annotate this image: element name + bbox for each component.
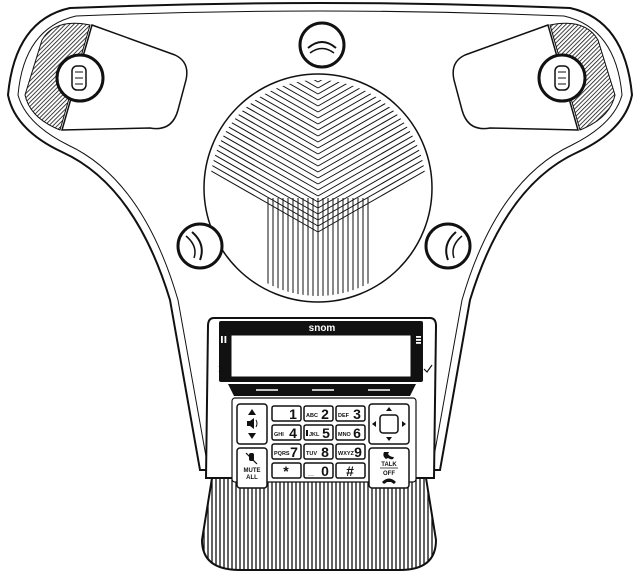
svg-text:GHI: GHI: [274, 432, 284, 438]
bottom-speaker: [200, 477, 438, 571]
key-0[interactable]: __ 0: [303, 462, 334, 479]
svg-text:#: #: [346, 463, 354, 479]
control-panel: snom: [204, 317, 438, 489]
menu-icon: [416, 336, 421, 344]
microphone-icon: [71, 65, 87, 91]
x-icon[interactable]: [218, 365, 226, 373]
check-icon[interactable]: [423, 364, 433, 373]
all-label: ALL: [246, 475, 258, 481]
svg-text:0: 0: [321, 463, 329, 479]
talk-label: TALK: [381, 462, 397, 468]
key-8[interactable]: TUV 8: [303, 443, 334, 460]
key-7[interactable]: PQRS 7: [271, 443, 302, 460]
nav-left-icon[interactable]: [372, 421, 376, 427]
svg-text:9: 9: [354, 444, 362, 460]
svg-text:4: 4: [289, 425, 297, 441]
dpad-icon: [372, 407, 406, 441]
left-arm-pad: [24, 22, 188, 131]
key-4[interactable]: GHI 4: [271, 424, 302, 441]
navigation-pad[interactable]: [368, 403, 410, 445]
key-5[interactable]: JKL 5: [303, 424, 334, 441]
key-5-tactile-mark: [306, 430, 308, 436]
key-star[interactable]: *: [271, 462, 302, 479]
mute-label: MUTE: [244, 468, 261, 474]
svg-text:6: 6: [353, 425, 361, 441]
volume-down-icon: [248, 433, 256, 439]
svg-text:DEF: DEF: [338, 413, 350, 419]
key-hash[interactable]: #: [335, 462, 366, 479]
svg-text:*: *: [283, 463, 289, 479]
svg-text:TUV: TUV: [306, 451, 317, 457]
lower-right-microphone: [424, 222, 472, 270]
svg-text:WXYZ: WXYZ: [338, 451, 355, 457]
svg-text:MNO: MNO: [338, 432, 352, 438]
brand-logo: snom: [309, 323, 336, 334]
key-1[interactable]: 1: [271, 405, 302, 422]
handset-down-icon: [382, 478, 396, 484]
svg-text:8: 8: [321, 444, 329, 460]
mute-all-key[interactable]: MUTE ALL: [236, 447, 268, 489]
svg-text:7: 7: [290, 444, 298, 460]
digit-keys: 1 ABC 2 DEF 3 GHI 4 JKL 5: [271, 405, 366, 479]
speaker-volume-icon: [247, 418, 258, 429]
microphone-icon: [554, 65, 570, 91]
svg-text:JKL: JKL: [309, 432, 320, 438]
key-2[interactable]: ABC 2: [303, 405, 334, 422]
top-microphone: [298, 21, 346, 69]
volume-up-icon: [248, 409, 256, 415]
nav-up-icon[interactable]: [386, 407, 392, 411]
volume-key[interactable]: [236, 403, 268, 445]
svg-text:PQRS: PQRS: [274, 451, 290, 457]
svg-text:ABC: ABC: [306, 413, 318, 419]
softkey-bar: [228, 384, 416, 396]
pause-icon: [221, 336, 227, 343]
svg-text:__: __: [307, 471, 315, 477]
key-3[interactable]: DEF 3: [335, 405, 366, 422]
mic-mute-icon: [245, 452, 258, 465]
display-screen: [231, 335, 411, 377]
nav-right-icon[interactable]: [402, 421, 406, 427]
key-6[interactable]: MNO 6: [335, 424, 366, 441]
svg-text:5: 5: [322, 425, 330, 441]
svg-text:2: 2: [321, 406, 329, 422]
right-arm-pad: [452, 22, 616, 131]
off-label: OFF: [383, 471, 395, 477]
svg-text:1: 1: [289, 406, 297, 422]
handset-up-icon: [383, 452, 394, 460]
talk-off-key[interactable]: TALK OFF: [368, 447, 410, 489]
lower-left-microphone: [176, 222, 224, 270]
key-9[interactable]: WXYZ 9: [335, 443, 366, 460]
nav-ok-button[interactable]: [379, 414, 399, 434]
nav-down-icon[interactable]: [386, 437, 392, 441]
svg-text:3: 3: [353, 406, 361, 422]
